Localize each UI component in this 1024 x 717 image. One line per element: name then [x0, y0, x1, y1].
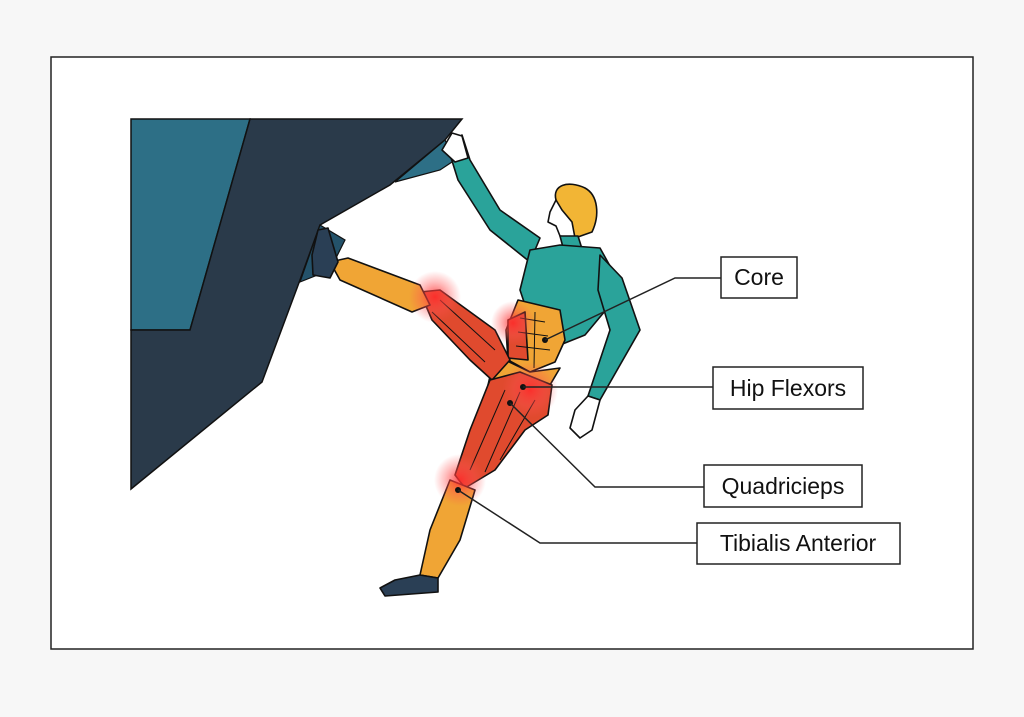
label-tibialis-anterior: Tibialis Anterior — [696, 522, 901, 565]
label-hip-flexors-text: Hip Flexors — [730, 375, 846, 401]
label-quadriceps-text: Quadricieps — [722, 473, 845, 499]
top-hand — [441, 132, 469, 163]
rock-face-dark — [130, 118, 464, 491]
label-tibialis-anterior-text: Tibialis Anterior — [720, 530, 877, 556]
muscle-highlights — [409, 271, 558, 506]
label-core: Core — [720, 256, 798, 299]
leader-quadriceps — [509, 402, 704, 488]
standing-shoe — [379, 574, 439, 597]
leader-lines — [457, 277, 721, 544]
climber-figure — [311, 132, 641, 597]
glow-hip — [502, 362, 558, 418]
glow-core — [491, 301, 535, 345]
glow-raised-knee — [409, 271, 461, 323]
raised-shoe — [311, 227, 339, 279]
glow-knee — [434, 454, 486, 506]
label-core-text: Core — [734, 264, 784, 290]
label-quadriceps: Quadricieps — [703, 464, 863, 508]
lower-hand — [569, 395, 601, 439]
label-hip-flexors: Hip Flexors — [712, 366, 864, 410]
leader-tibialis — [457, 489, 697, 544]
leader-core — [544, 277, 721, 341]
